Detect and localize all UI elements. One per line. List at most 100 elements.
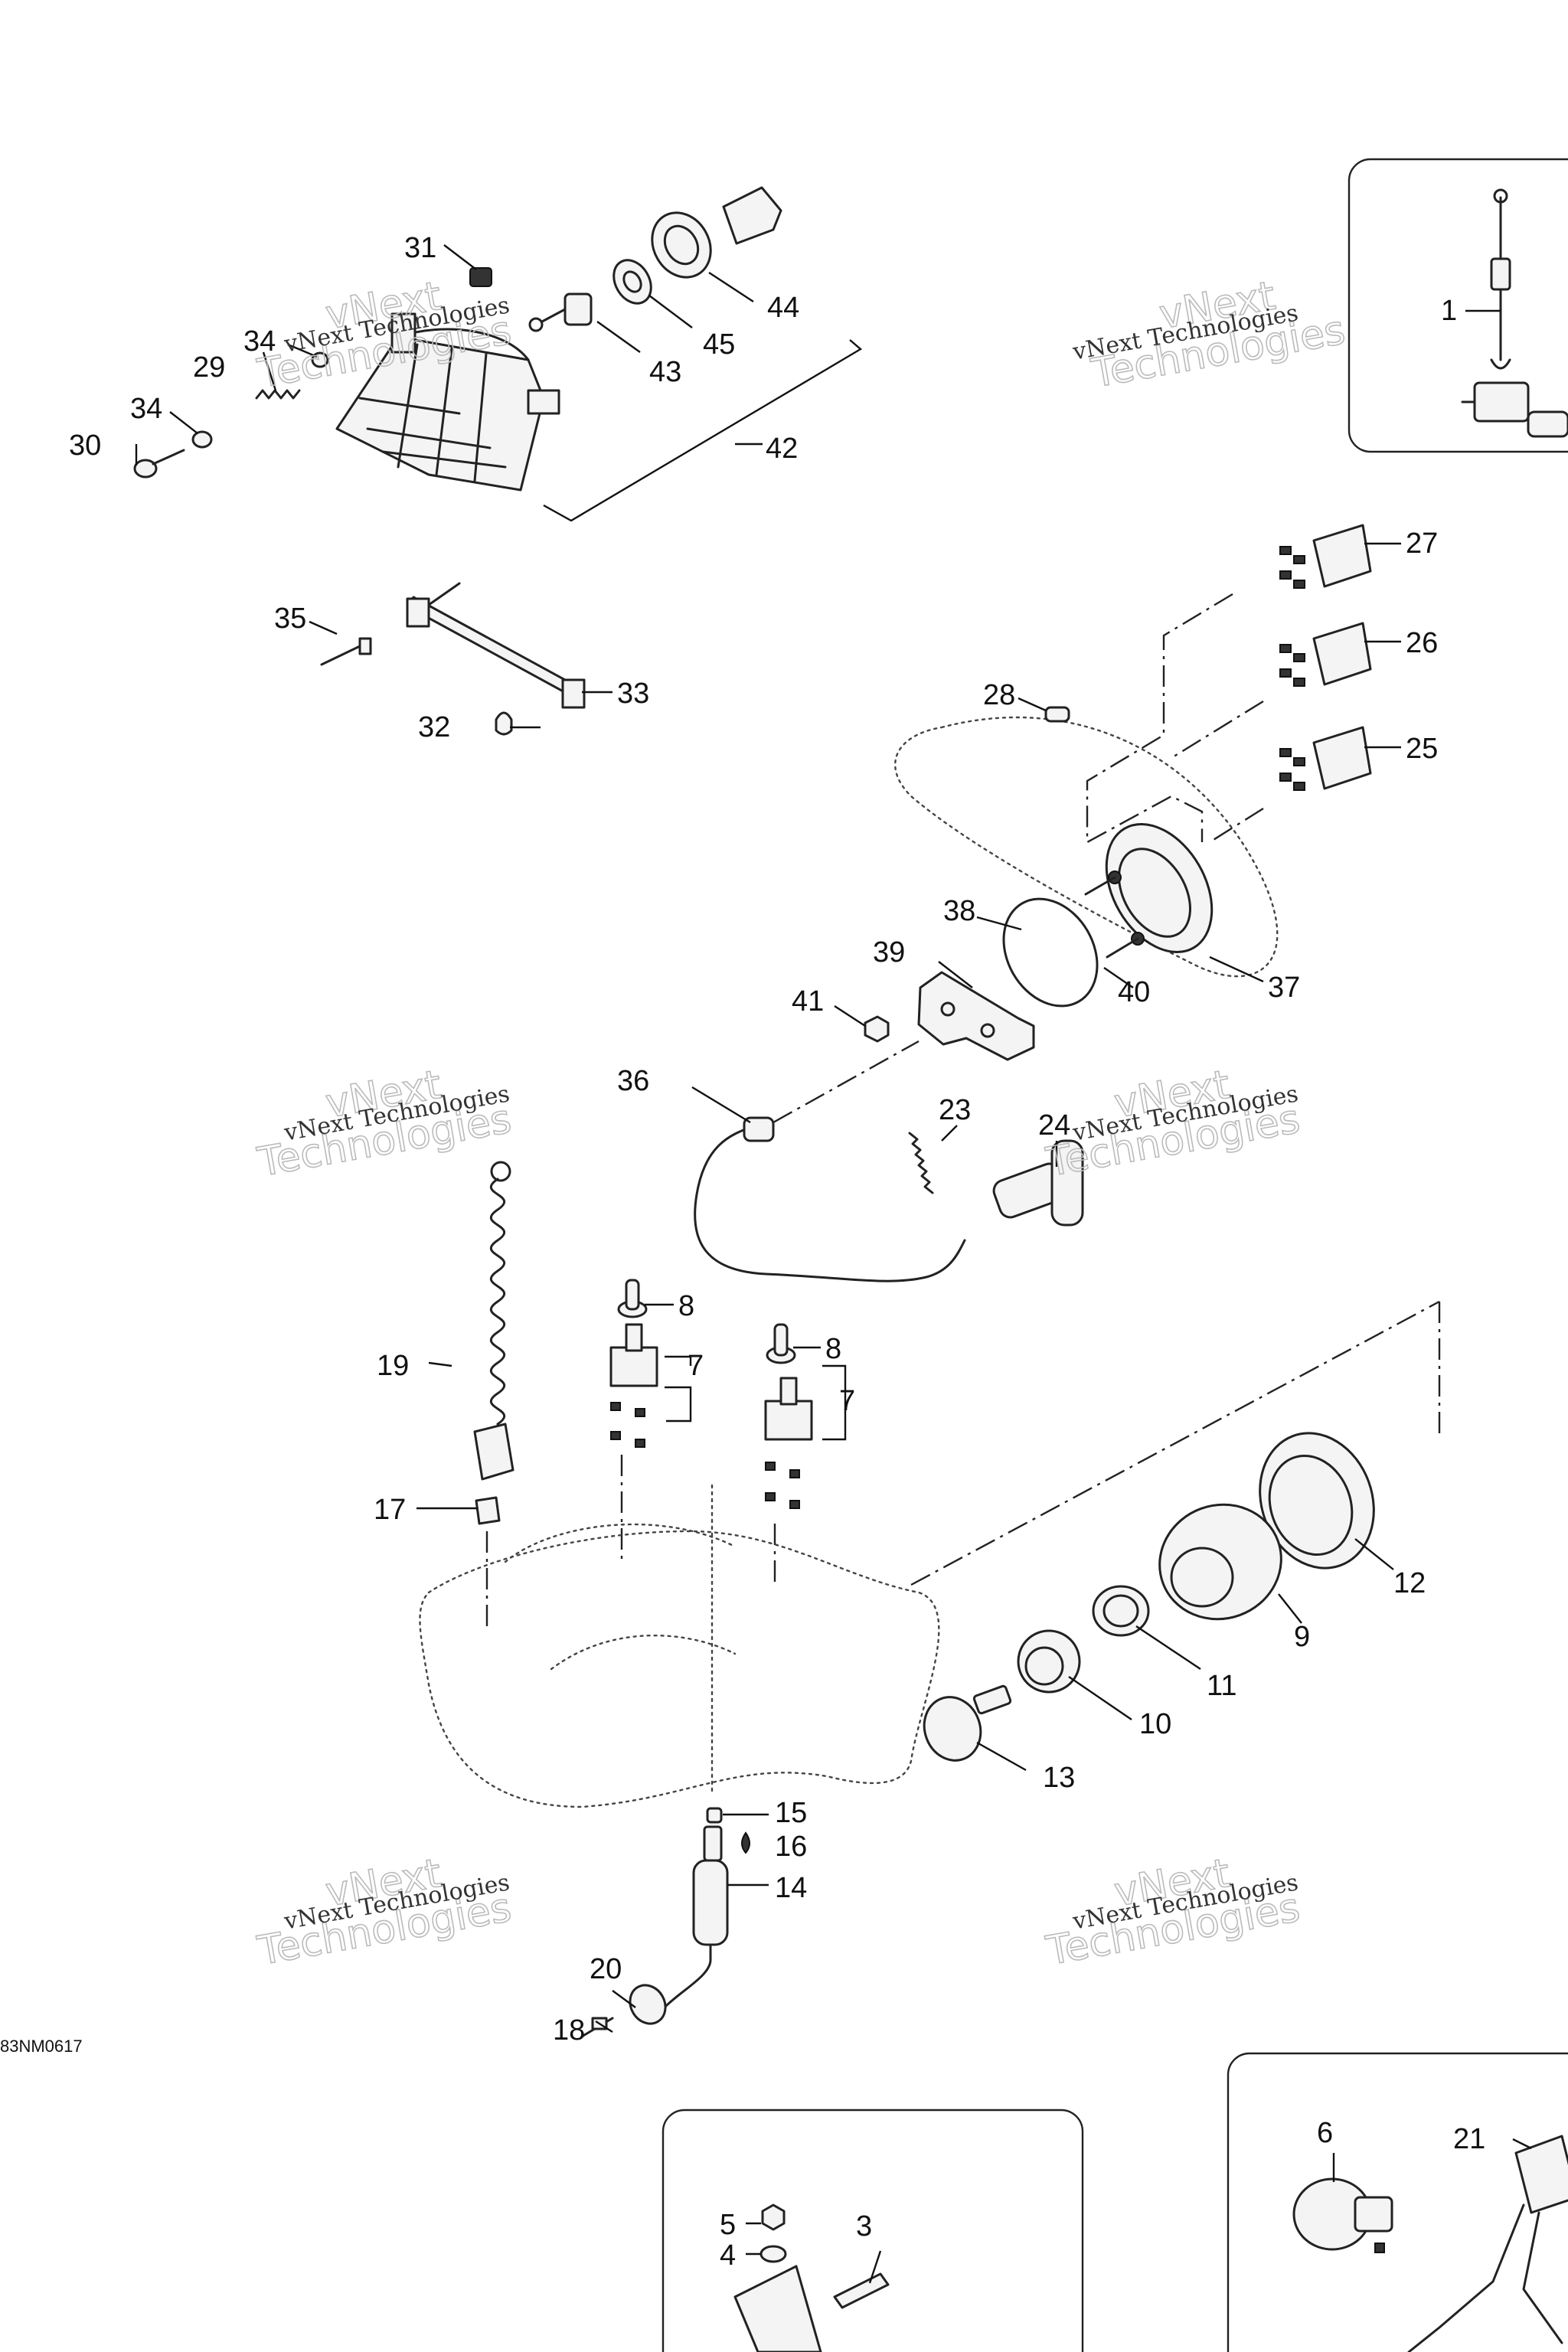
callout-1: 1: [1441, 295, 1457, 327]
part-4-washer: [760, 2245, 787, 2263]
callout-3: 3: [856, 2210, 872, 2243]
callout-25: 25: [1406, 733, 1438, 765]
callout-42: 42: [766, 433, 798, 465]
callout-26: 26: [1406, 627, 1438, 659]
callout-24: 24: [1038, 1109, 1070, 1142]
callout-44: 44: [767, 292, 799, 324]
callout-29: 29: [193, 351, 225, 384]
watermark-mid-right: Technologies vNext vNext Technologies: [1042, 1061, 1304, 1187]
callout-21: 21: [1453, 2123, 1485, 2155]
callout-33: 33: [617, 678, 649, 710]
figure-code: 83NM0617: [0, 2037, 83, 2056]
callout-23: 23: [939, 1094, 971, 1126]
part-20-connector: [629, 1984, 667, 2025]
callout-5: 5: [720, 2209, 736, 2241]
part-11-nut: [1092, 1585, 1150, 1637]
part-10-bezel: [1017, 1629, 1081, 1694]
callout-36: 36: [617, 1065, 649, 1097]
callout-18: 18: [553, 2014, 585, 2047]
part-15-cap: [706, 1807, 723, 1824]
callout-15: 15: [775, 1797, 807, 1829]
callout-11: 11: [1207, 1670, 1236, 1702]
part-5-nut: [761, 2203, 786, 2231]
inset-box-bottom-right: [1227, 2052, 1568, 2352]
callout-10: 10: [1139, 1708, 1171, 1740]
part-28-bulb: [1044, 706, 1070, 723]
part-6-switch: [1292, 2177, 1393, 2253]
watermark-bottom-left: Technologies vNext vNext Technologies: [253, 1850, 515, 1975]
part-26-switch: [1279, 622, 1372, 687]
watermark-top-right: Technologies vNext vNext Technologies: [1070, 273, 1349, 398]
console-ghost-outline-upper: [894, 716, 1279, 978]
callout-12: 12: [1393, 1567, 1426, 1599]
part-35-rivet: [320, 637, 372, 666]
callout-45: 45: [703, 328, 735, 361]
callout-35: 35: [274, 603, 306, 635]
part-13-key: [923, 1684, 1012, 1762]
part-9-ignition-switch: [1158, 1503, 1282, 1621]
part-29-spring: [255, 389, 301, 400]
part-8-knob-left: [617, 1279, 648, 1318]
callout-37: 37: [1268, 972, 1300, 1004]
callout-34a: 34: [243, 325, 276, 358]
console-ghost-outline-lower: [419, 1484, 940, 1808]
callout-39: 39: [873, 936, 905, 969]
part-39-bracket: [917, 971, 1035, 1061]
part-8-knob-right: [766, 1323, 796, 1364]
part-3-clip: [833, 2272, 890, 2309]
part-38-gasket: [1002, 897, 1099, 1008]
part-44-cap: [651, 211, 712, 279]
callout-31: 31: [404, 232, 436, 264]
part-37-gauge-housing: [1084, 822, 1214, 959]
callout-14: 14: [775, 1872, 807, 1904]
callout-8b: 8: [825, 1333, 841, 1365]
part-42-tail-light: [335, 312, 560, 492]
part-23-spring: [908, 1132, 934, 1194]
switch-dash-lines: [485, 1455, 776, 1631]
part-30-screw: [133, 449, 185, 479]
ignition-dash-line: [910, 1300, 1440, 1586]
callout-8a: 8: [678, 1290, 694, 1322]
callout-13: 13: [1043, 1762, 1075, 1794]
part-16-fitting: [703, 1825, 750, 1862]
part-21-wiring: [1407, 2135, 1568, 2352]
part-32-nut: [495, 711, 513, 736]
part-31-clip: [469, 267, 492, 287]
part-42-bracket-line: [543, 339, 863, 522]
watermark-bottom-right: Technologies vNext vNext Technologies: [1042, 1850, 1304, 1975]
callout-30: 30: [69, 430, 101, 462]
part-24-valve: [992, 1139, 1084, 1227]
watermark-mid-left: Technologies vNext vNext Technologies: [253, 1061, 515, 1187]
callout-40: 40: [1118, 976, 1150, 1008]
part-18-clip: [580, 2017, 614, 2038]
part-7-switch-left: [609, 1323, 658, 1448]
part-25-switch: [1279, 726, 1372, 791]
callout-27: 27: [1406, 528, 1438, 560]
part-41-nut: [864, 1015, 890, 1043]
part-36-cable: [694, 1040, 966, 1282]
callout-7b: 7: [839, 1385, 855, 1417]
part-33-bracket: [406, 582, 586, 709]
callout-labels: 1 3 4 5 6 7 7 8 8 9 10 11 12 13 14 15 16…: [69, 232, 1485, 2272]
part-19-tether: [473, 1161, 514, 1481]
part-44b-block: [722, 186, 782, 245]
callout-43: 43: [649, 356, 681, 388]
callout-6: 6: [1317, 2117, 1333, 2149]
callout-4: 4: [720, 2239, 736, 2272]
part-14-sender: [665, 1859, 729, 2007]
callout-9: 9: [1294, 1621, 1310, 1653]
callout-17: 17: [374, 1494, 406, 1526]
callout-16: 16: [775, 1831, 807, 1863]
callout-38: 38: [943, 895, 975, 927]
callout-32: 32: [418, 711, 450, 743]
callout-20: 20: [590, 1953, 622, 1985]
callout-34b: 34: [130, 393, 162, 425]
switch-panel-outline: [1086, 593, 1264, 844]
part-27-switch: [1279, 524, 1372, 589]
part-17-cap: [475, 1496, 501, 1525]
callout-28: 28: [983, 679, 1015, 711]
part-1-valve: [1461, 188, 1568, 438]
callout-7a: 7: [688, 1350, 704, 1382]
inset-bracket-plate: [733, 2265, 822, 2352]
